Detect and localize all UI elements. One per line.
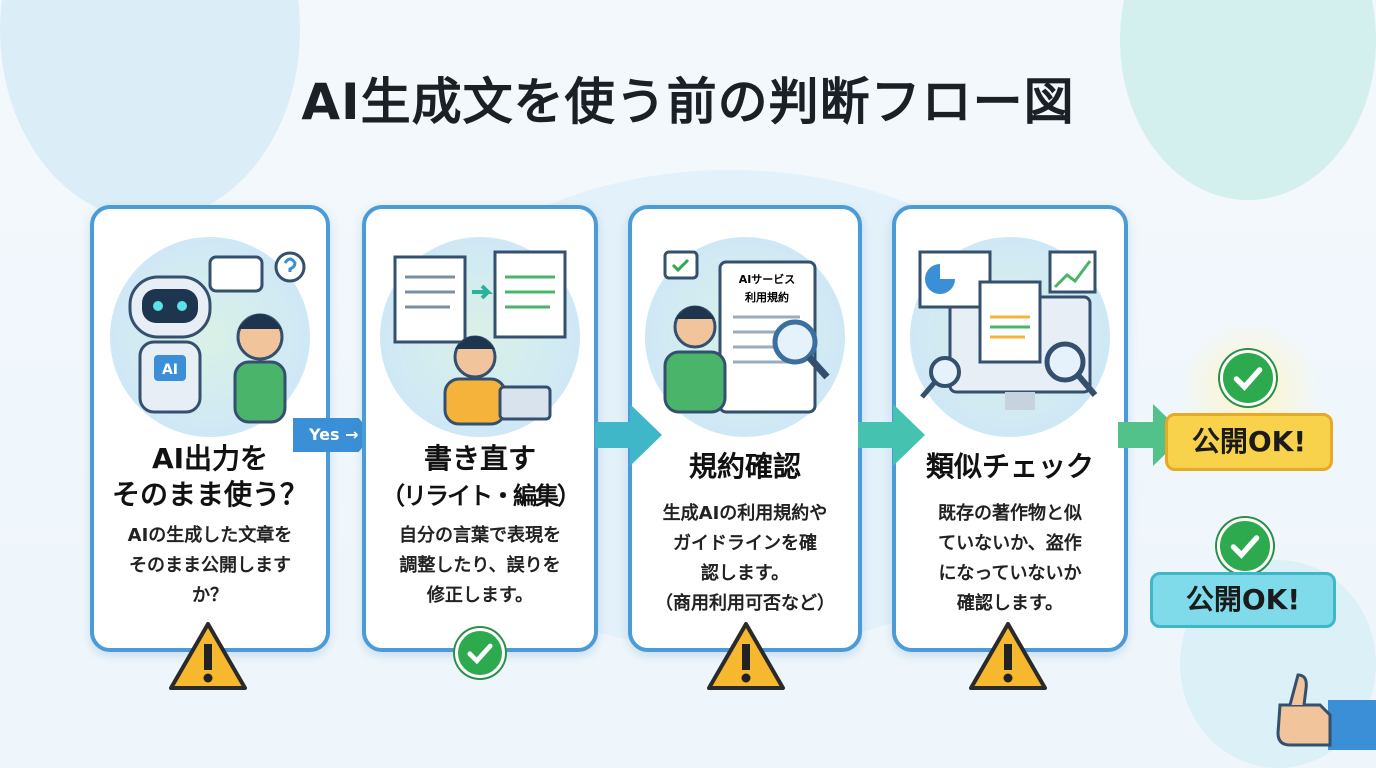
step-description: AIの生成した文章をそのまま公開しますか？ <box>127 525 293 606</box>
step-card-similarity-check: 類似チェック 既存の著作物と似ていないか、盗作になっていないか確認します。 <box>892 205 1128 652</box>
step-description: 自分の言葉で表現を調整したり、誤りを修正します。 <box>399 525 561 606</box>
document-title-line: AIサービス <box>739 272 796 286</box>
robot-label: AI <box>162 362 178 378</box>
check-icon <box>1217 518 1273 574</box>
warning-icon <box>969 622 1047 690</box>
step-title: 規約確認 <box>688 450 801 483</box>
publish-ok-badge: 公開OK! <box>1165 413 1333 471</box>
thumbs-up-icon <box>1276 673 1376 750</box>
step-card-terms-check: AIサービス利用規約 規約確認 生成AIの利用規約やガイドラインを確認します。（… <box>628 205 862 652</box>
step-title: 書き直す（リライト・編集） <box>381 442 581 510</box>
step-description: 既存の著作物と似ていないか、盗作になっていないか確認します。 <box>938 503 1082 614</box>
step-title: AI出力をそのまま使う？ <box>111 442 308 511</box>
warning-icon <box>707 622 785 690</box>
similarity-illustration <box>910 237 1110 437</box>
publish-ok-badge: 公開OK! <box>1150 572 1336 628</box>
check-icon <box>1220 350 1276 406</box>
step-card-use-as-is: AI AI出力をそのまま使う？ AIの生成した文章をそのまま公開しますか？ <box>90 205 330 652</box>
step-card-rewrite: 書き直す（リライト・編集） 自分の言葉で表現を調整したり、誤りを修正します。 <box>362 205 598 652</box>
yes-arrow-label: Yes → <box>293 418 373 452</box>
document-title-line: 利用規約 <box>745 290 789 304</box>
flow-arrow-icon <box>858 404 925 466</box>
flow-arrow-icon <box>595 404 662 466</box>
rewrite-illustration <box>380 237 580 437</box>
step-description: 生成AIの利用規約やガイドラインを確認します。（商用利用可否など） <box>655 503 835 614</box>
warning-icon <box>169 622 247 690</box>
terms-illustration: AIサービス利用規約 <box>645 237 845 437</box>
step-title: 類似チェック <box>925 450 1094 483</box>
robot-person-illustration: AI <box>110 237 310 437</box>
page-title: AI生成文を使う前の判断フロー図 <box>301 73 1075 131</box>
check-icon <box>455 628 505 678</box>
